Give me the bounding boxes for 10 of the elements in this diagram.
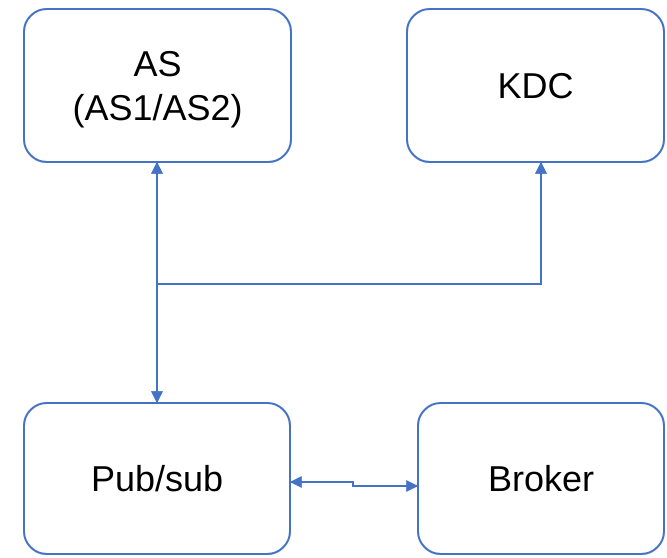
rounded-box <box>23 402 291 555</box>
connector-arrow <box>290 476 418 492</box>
rounded-box <box>406 8 665 163</box>
box-label: (AS1/AS2) <box>72 86 243 130</box>
rounded-box <box>417 402 665 555</box>
box-label: AS <box>133 42 182 86</box>
box-label: KDC <box>497 64 574 108</box>
box-label: Pub/sub <box>90 456 224 500</box>
box-label: Broker <box>488 456 594 500</box>
rounded-box <box>23 8 292 163</box>
